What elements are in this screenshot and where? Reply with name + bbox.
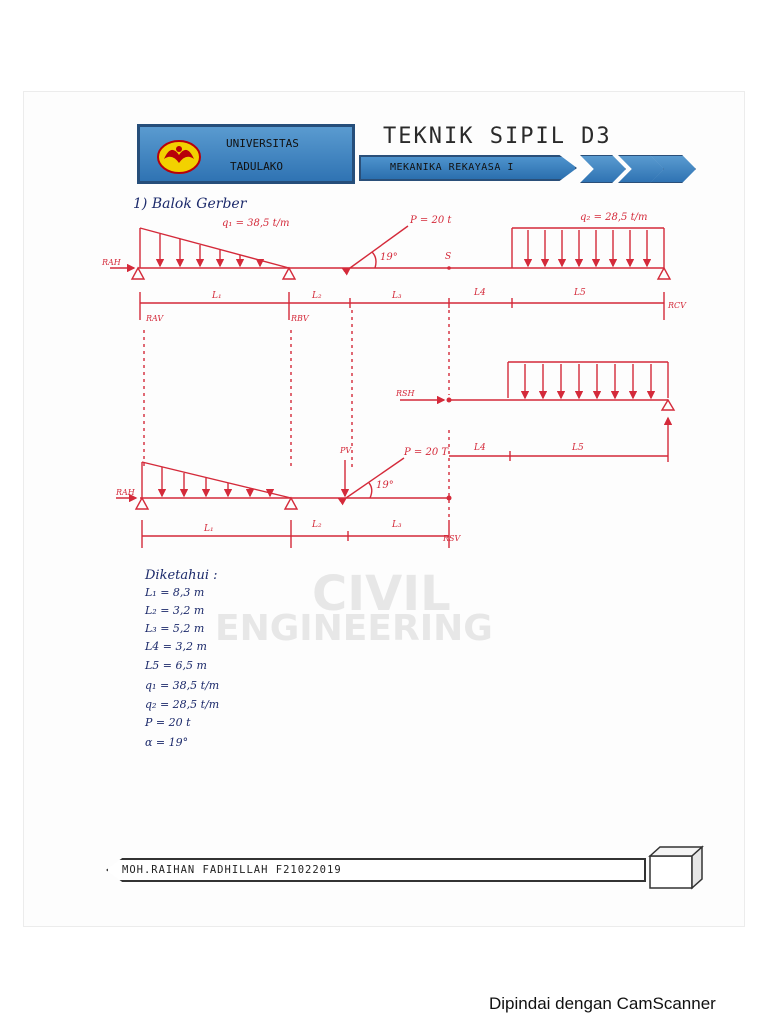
subject-label: MEKANIKA REKAYASA I [390,162,514,173]
q2-label: q₂ = 28,5 t/m [580,212,648,223]
support-c-icon [656,266,672,280]
watermark-engineering: ENGINEERING [215,608,493,649]
q1-load [139,227,290,269]
q1-label: q₁ = 38,5 t/m [222,218,290,229]
student-name: MOH.RAIHAN FADHILLAH F21022019 [122,864,342,876]
given-item: q₂ = 28,5 t/m [145,698,220,711]
support-b-icon [281,266,297,280]
angle-label: 19° [380,252,398,263]
cube-icon [648,845,704,890]
span-l5: L5 [574,288,586,298]
rav-label: RAV [146,314,164,323]
given-item: L₃ = 5,2 m [145,622,205,635]
span-l2-3: L₂ [312,520,322,530]
support-c2-icon [660,398,676,411]
pv-label: PV [340,446,352,455]
span-l3: L₃ [392,291,402,301]
subject-bar [359,155,577,181]
span-l1: L₁ [212,291,222,301]
q2-load-2 [507,361,669,398]
support-a3-icon [134,496,150,510]
university-line2: TADULAKO [230,160,283,173]
rah-label: RAH [102,258,121,267]
given-item: L₁ = 8,3 m [145,586,205,599]
support-a-icon [130,266,146,280]
given-item: L₂ = 3,2 m [145,604,205,617]
university-banner [137,124,355,184]
span-l2: L₂ [312,291,322,301]
support-b3-icon [283,496,299,510]
rah-label-3: RAH [116,488,135,497]
rcv-label: RCV [668,301,686,310]
university-logo-icon [157,140,201,174]
span-l4-2: L4 [474,443,486,453]
given-item: q₁ = 38,5 t/m [145,679,220,692]
p-force-3 [337,457,405,506]
course-title: TEKNIK SIPIL D3 [383,124,612,149]
scanner-caption: Dipindai dengan CamScanner [489,994,716,1013]
span-l4: L4 [474,288,486,298]
given-item: L4 = 3,2 m [145,640,207,653]
problem-title: 1) Balok Gerber [133,196,247,212]
university-line1: UNIVERSITAS [226,137,299,150]
given-item: P = 20 t [145,716,191,729]
span-l5-2: L5 [572,443,584,453]
q1-load-arrows [155,234,265,268]
q2-load [511,227,665,268]
q2-load-arrows [523,230,652,268]
given-item: α = 19° [145,736,189,749]
given-item: L5 = 6,5 m [145,659,207,672]
rsv-label: RSV [443,534,461,543]
p-force [341,225,409,276]
p-label: P = 20 t [410,215,452,226]
watermark-civil: CIVIL [312,566,451,622]
angle-label-3: 19° [376,480,394,491]
given-title: Diketahui : [145,568,218,583]
span-l1-3: L₁ [204,524,214,534]
angle-arc [371,251,377,269]
p-label-3: P = 20 T [404,447,449,458]
student-banner [106,858,646,882]
rsh-label: RSH [396,389,415,398]
rbv-label: RBV [291,314,309,323]
span-l3-3: L₃ [392,520,402,530]
hinge-label: S [445,252,452,262]
